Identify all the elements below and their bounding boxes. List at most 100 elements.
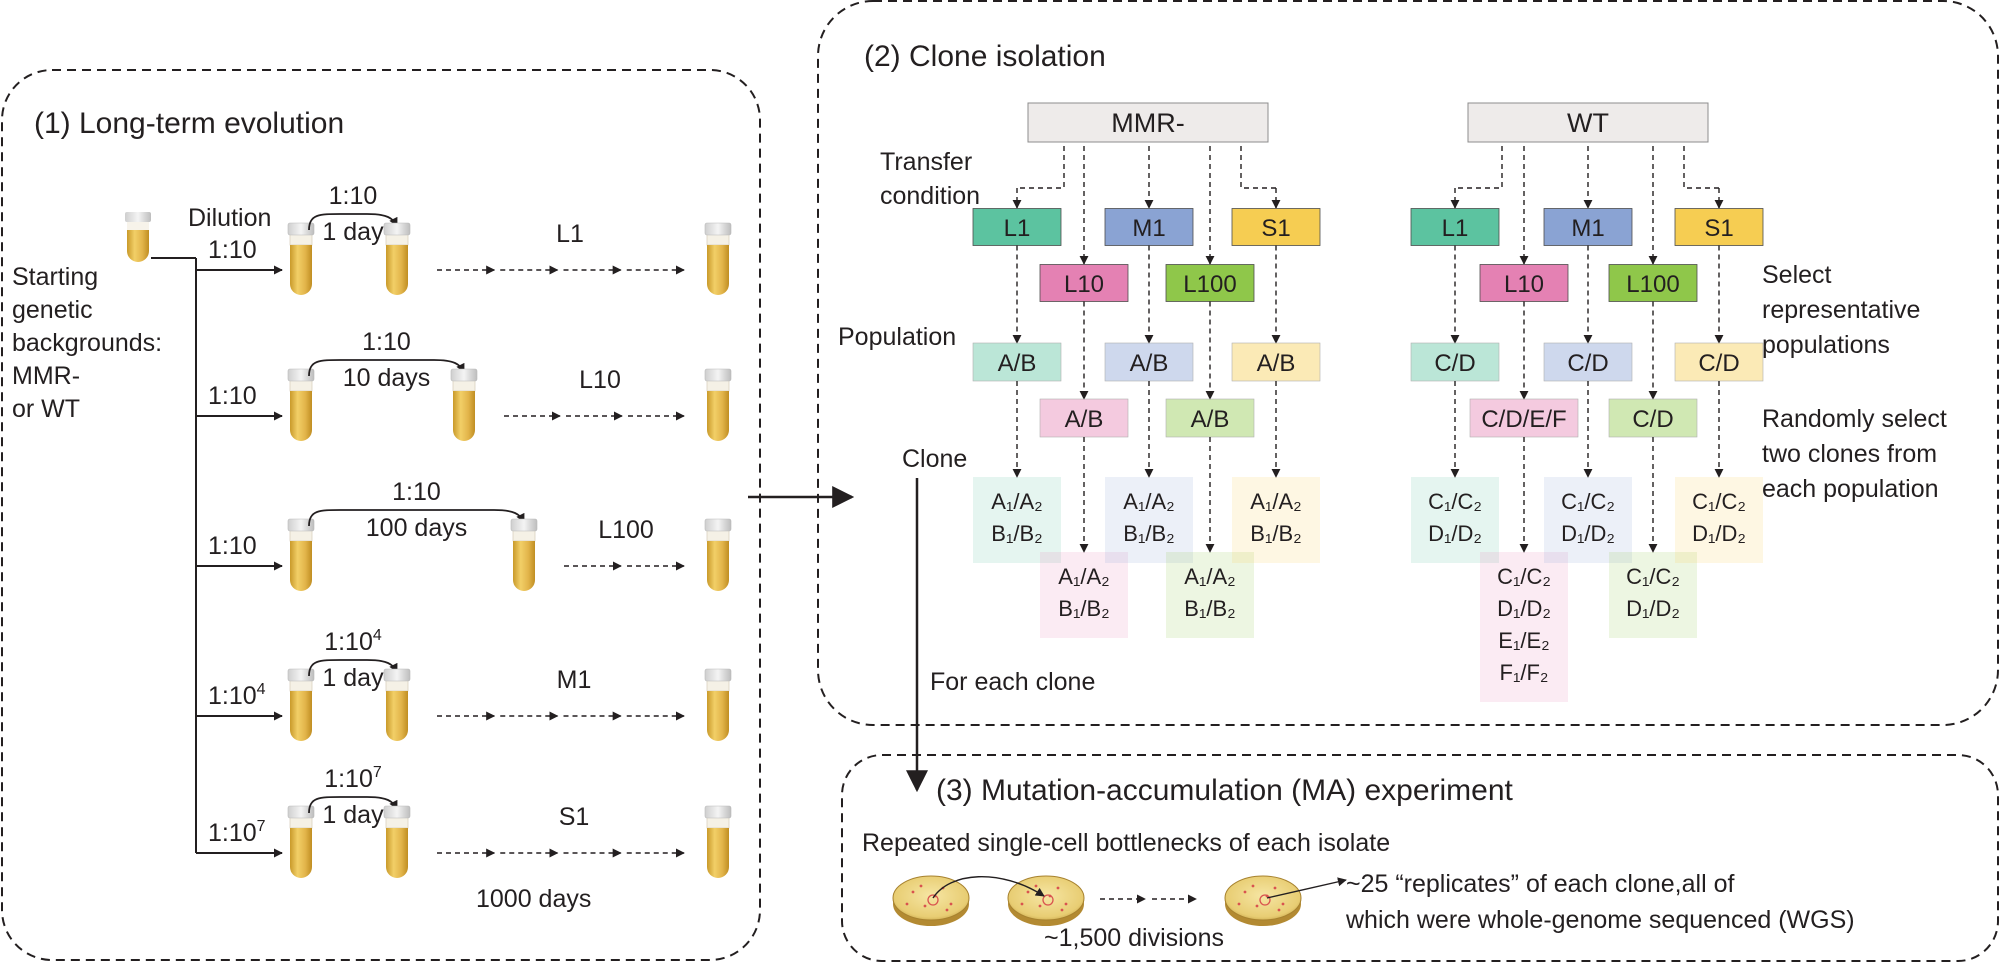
clone-label: C₁/C₂ <box>1497 564 1551 589</box>
row-labels: Transfer condition Population Clone <box>838 148 980 473</box>
population-label: C/D <box>1632 406 1673 433</box>
condition-box-label: L1 <box>1004 215 1031 242</box>
clone-label: C₁/C₂ <box>1626 564 1680 589</box>
clone-label: B₁/B₂ <box>1184 596 1235 621</box>
clone-box <box>1166 552 1254 638</box>
clone-label: Clone <box>902 445 967 473</box>
population-label: C/D/E/F <box>1481 406 1566 433</box>
dilution-label: 1:107 <box>208 818 266 847</box>
population-label: A/B <box>1130 350 1169 377</box>
starting-tube-icon <box>125 212 151 262</box>
dilution-label: 1:10 <box>208 236 257 264</box>
tube-icon <box>510 518 538 591</box>
tube-icon <box>287 368 315 441</box>
population-label: A/B <box>1191 406 1230 433</box>
for-each-clone-label: For each clone <box>930 668 1095 696</box>
clone-label: D₁/D₂ <box>1561 521 1615 546</box>
transfer-ratio: 1:107 <box>324 764 382 793</box>
condition-box-label: L10 <box>1504 271 1544 298</box>
population-label: C/D <box>1434 350 1475 377</box>
population-label: Population <box>838 323 956 351</box>
transfer-label: Transfer <box>880 148 972 176</box>
clone-box <box>1040 552 1128 638</box>
group-header-box <box>1027 102 1269 143</box>
side-notes: Select representative populations Random… <box>1762 261 1947 503</box>
population-box <box>1410 342 1500 382</box>
interval-label: 10 days <box>343 364 431 392</box>
panel3-title: (3) Mutation-accumulation (MA) experimen… <box>936 774 1514 807</box>
condition-box <box>1410 208 1500 246</box>
transfer-arc <box>308 509 525 527</box>
select-note: Select <box>1762 261 1832 289</box>
tube-icon <box>287 518 315 591</box>
starting-text-line: genetic <box>12 296 93 324</box>
clone-group: MMR-L1A/BA₁/A₂B₁/B₂L10A/BA₁/A₂B₁/B₂M1A/B… <box>972 102 1321 638</box>
transfer-arc <box>308 796 398 814</box>
tree-connector <box>1683 146 1719 189</box>
panel2-border <box>817 0 1999 726</box>
population-box <box>1231 342 1321 382</box>
condition-box <box>1231 208 1321 246</box>
population-label: A/B <box>1257 350 1296 377</box>
condition-label: L1 <box>556 220 584 248</box>
clone-label: A₁/A₂ <box>991 489 1042 514</box>
ma-description: which were whole-genome sequenced (WGS) <box>1345 906 1855 934</box>
panel1-title: (1) Long-term evolution <box>34 107 344 140</box>
clone-box <box>973 477 1061 563</box>
population-label: C/D <box>1567 350 1608 377</box>
random-note: two clones from <box>1762 440 1937 468</box>
condition-box-label: L1 <box>1442 215 1469 242</box>
petri-dish-icon <box>892 875 970 926</box>
clone-label: D₁/D₂ <box>1428 521 1482 546</box>
panel3-border <box>841 754 1999 962</box>
tube-icon <box>704 368 732 441</box>
starting-text-line: backgrounds: <box>12 329 162 357</box>
clone-box <box>1232 477 1320 563</box>
tube-icon <box>704 222 732 295</box>
clone-box <box>1675 477 1763 563</box>
clone-label: D₁/D₂ <box>1692 521 1746 546</box>
population-box <box>1165 398 1255 438</box>
interval-label: 1 day <box>322 218 384 246</box>
streak-arrow <box>932 876 1045 899</box>
tree-connector <box>1240 146 1276 189</box>
starting-text-line: Starting <box>12 263 98 291</box>
condition-box-label: L100 <box>1183 271 1236 298</box>
tube-icon <box>704 668 732 741</box>
tree-connector <box>1455 146 1503 189</box>
transfer-arc <box>308 659 398 677</box>
select-note: representative <box>1762 296 1920 324</box>
clone-label: A₁/A₂ <box>1184 564 1235 589</box>
tube-icon <box>450 368 478 441</box>
condition-label: S1 <box>559 803 590 831</box>
clone-label: C₁/C₂ <box>1692 489 1746 514</box>
tube-icon <box>383 222 411 295</box>
transfer-label: condition <box>880 182 980 210</box>
starting-text: Starting genetic backgrounds: MMR- or WT <box>12 263 162 423</box>
transfer-arc <box>308 359 465 377</box>
condition-label: M1 <box>557 666 592 694</box>
starting-text-line: or WT <box>12 395 80 423</box>
transfer-ratio: 1:104 <box>324 627 382 656</box>
condition-box-label: S1 <box>1261 215 1290 242</box>
clone-label: D₁/D₂ <box>1497 596 1551 621</box>
clone-label: C₁/C₂ <box>1561 489 1615 514</box>
clone-label: B₁/B₂ <box>991 521 1042 546</box>
clone-label: B₁/B₂ <box>1250 521 1301 546</box>
select-note: populations <box>1762 331 1890 359</box>
dilution-label: 1:104 <box>208 681 266 710</box>
transfer-ratio: 1:10 <box>362 328 411 356</box>
dilution-label: 1:10 <box>208 382 257 410</box>
tube-icon <box>704 518 732 591</box>
population-box <box>1608 398 1698 438</box>
condition-box <box>1039 264 1129 302</box>
condition-box <box>1543 208 1633 246</box>
group-header: MMR- <box>1111 108 1184 138</box>
clone-label: F₁/F₂ <box>1500 660 1549 685</box>
transfer-ratio: 1:10 <box>392 478 441 506</box>
condition-box-label: L10 <box>1064 271 1104 298</box>
